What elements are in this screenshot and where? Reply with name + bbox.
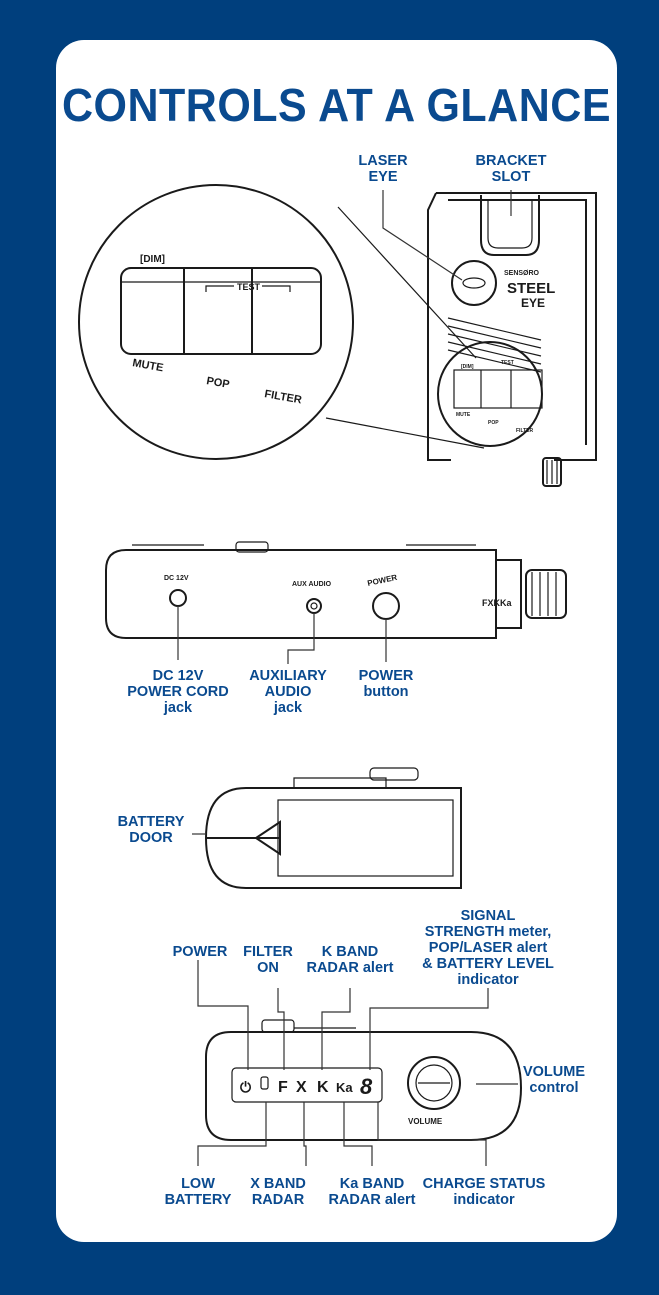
page-title: CONTROLS AT A GLANCE bbox=[61, 80, 612, 132]
display-digit-text: 8 bbox=[360, 1074, 373, 1099]
pop-text: POP bbox=[205, 375, 230, 391]
battery-view bbox=[192, 767, 462, 889]
filter-text: FILTER bbox=[263, 388, 302, 406]
power-text: POWER bbox=[367, 573, 399, 588]
display-x-text: X bbox=[296, 1079, 307, 1096]
volume-dial-shape bbox=[407, 1056, 461, 1110]
small-mute-text: MUTE bbox=[456, 412, 471, 418]
dc12v-text: DC 12V bbox=[164, 575, 189, 582]
dim-text: [DIM] bbox=[140, 254, 165, 265]
aux-jack-shape bbox=[306, 598, 322, 614]
aux-audio-text: AUX AUDIO bbox=[292, 581, 332, 588]
display-k-text: K bbox=[317, 1079, 329, 1096]
display-ka-text: Ka bbox=[336, 1080, 353, 1095]
dc12v-jack-shape bbox=[169, 589, 187, 607]
magnified-buttons-circle bbox=[78, 184, 354, 460]
small-filter-text: FILTER bbox=[516, 428, 534, 434]
power-symbol-text: ⏻ bbox=[240, 1079, 251, 1095]
laser-eye-lens bbox=[451, 260, 497, 306]
power-button-shape bbox=[372, 592, 400, 620]
battery-symbol-shape bbox=[260, 1076, 269, 1090]
test-text: TEST bbox=[237, 282, 261, 292]
diagram-artwork: SENSØRO STEEL EYE [DIM] TEST MUTE POP FI… bbox=[78, 184, 597, 1166]
mute-text: MUTE bbox=[131, 357, 164, 374]
display-f-text: F bbox=[278, 1079, 288, 1096]
brand-small-text: SENSØRO bbox=[504, 270, 540, 277]
brand-eye-text: EYE bbox=[521, 296, 545, 310]
brand-steel-text: STEEL bbox=[507, 280, 555, 297]
content-card: CONTROLS AT A GLANCE SENSØRO STEEL EYE bbox=[56, 40, 617, 1242]
display-view: ⏻ F X K Ka 8 VOLUME bbox=[197, 960, 523, 1166]
bracket-slot-shape bbox=[480, 195, 540, 256]
small-test-text: TEST bbox=[501, 360, 514, 366]
battery-door-arrow bbox=[254, 820, 281, 856]
side-knob bbox=[525, 569, 567, 619]
small-dim-text: [DIM] bbox=[461, 364, 474, 370]
small-pop-text: POP bbox=[488, 420, 499, 426]
front-knob bbox=[542, 457, 562, 487]
side-view: DC 12V AUX AUDIO POWER FXKKa bbox=[105, 541, 567, 664]
side-icons-text: FXKKa bbox=[482, 598, 512, 608]
front-view: SENSØRO STEEL EYE [DIM] TEST MUTE POP FI… bbox=[78, 184, 597, 487]
callout-power: POWER bbox=[172, 944, 228, 960]
volume-text: VOLUME bbox=[408, 1117, 443, 1126]
